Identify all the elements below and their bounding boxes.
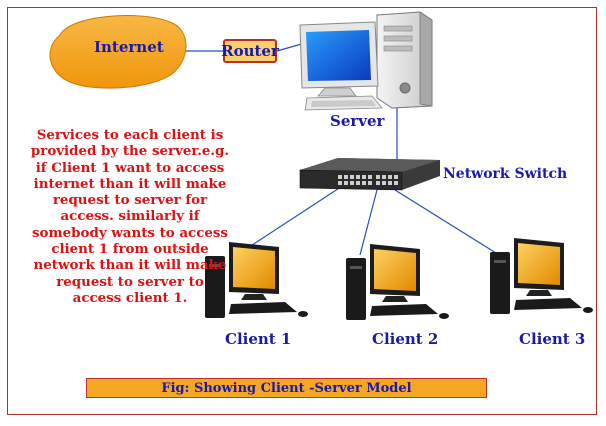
server-computer-icon <box>299 11 433 111</box>
switch-label: Network Switch <box>443 166 568 182</box>
connection-lines <box>182 42 497 256</box>
description-text: Services to each client is provided by t… <box>30 127 230 306</box>
client-computer-icon <box>490 238 593 314</box>
switch-client1-link <box>239 180 351 254</box>
internet-label: Internet <box>94 38 164 56</box>
router-box: Router <box>221 39 279 63</box>
switch-client2-link <box>359 185 379 256</box>
client-computer-icon <box>205 242 308 318</box>
network-switch-icon <box>299 158 440 191</box>
client-3-label: Client 3 <box>519 330 586 348</box>
internet-cloud <box>49 15 187 89</box>
client-2-label: Client 2 <box>372 330 439 348</box>
diagram-frame <box>7 7 597 415</box>
client-computer-icon <box>346 244 449 320</box>
switch-client3-link <box>394 189 497 254</box>
client-1-label: Client 1 <box>225 330 292 348</box>
server-label: Server <box>330 112 385 130</box>
figure-caption: Fig: Showing Client -Server Model <box>86 378 487 398</box>
